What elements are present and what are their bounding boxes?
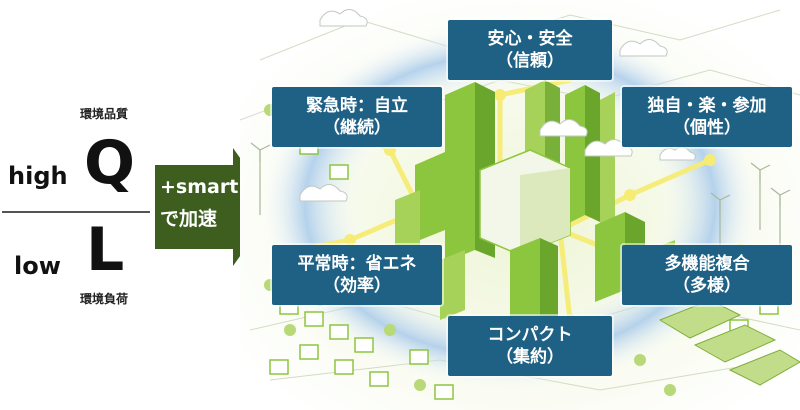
high-word: high [8, 162, 68, 190]
box-title: 多機能複合 [664, 254, 750, 274]
environmental-load-label: 環境負荷 [80, 292, 129, 306]
box-title: 緊急時：自立 [306, 96, 408, 116]
box-title: 平常時：省エネ [297, 254, 417, 274]
q-letter: Q [84, 128, 136, 198]
compact-box: コンパクト （集約） [448, 316, 612, 376]
arrow-text-accelerate: で加速 [160, 208, 218, 230]
box-title: 安心・安全 [487, 29, 573, 49]
box-subtitle: （継続） [323, 118, 391, 138]
low-word: low [14, 252, 61, 280]
box-subtitle: （信頼） [496, 51, 564, 71]
emergency-independence-box: 緊急時：自立 （継続） [272, 87, 442, 147]
l-letter: L [86, 215, 125, 285]
fraction-divider [2, 211, 150, 213]
box-title: コンパクト [487, 325, 573, 345]
box-subtitle: （多様） [673, 276, 741, 296]
quality-load-formula: 環境品質 high Q low L 環境負荷 [0, 0, 160, 410]
multifunction-complex-box: 多機能複合 （多様） [622, 245, 792, 305]
box-title: 独自・楽・参加 [647, 96, 767, 116]
normal-energy-saving-box: 平常時：省エネ （効率） [272, 245, 442, 305]
box-subtitle: （集約） [496, 347, 564, 367]
box-subtitle: （効率） [323, 276, 391, 296]
box-subtitle: （個性） [673, 118, 741, 138]
individuality-participation-box: 独自・楽・参加 （個性） [622, 87, 792, 147]
environmental-quality-label: 環境品質 [80, 107, 129, 121]
arrow-text-smart: +smart [160, 176, 239, 198]
safety-security-box: 安心・安全 （信頼） [448, 20, 612, 80]
